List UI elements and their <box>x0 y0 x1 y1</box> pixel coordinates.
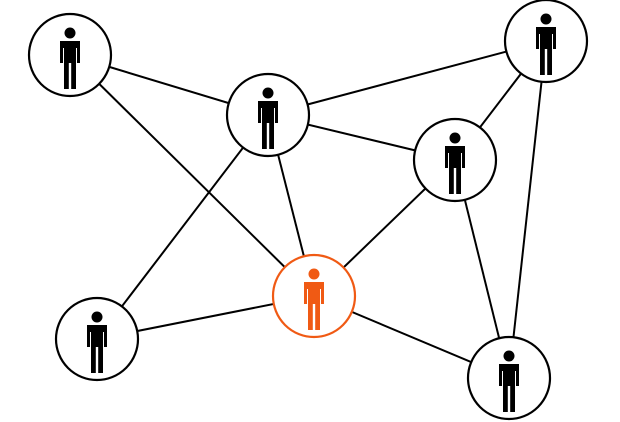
person-icon <box>258 87 278 149</box>
edge-top-right-to-bottom-right <box>508 40 547 379</box>
person-nodes <box>27 0 589 421</box>
person-icon <box>304 268 324 330</box>
person-node-center-highlighted <box>271 253 357 339</box>
person-icon <box>87 311 107 373</box>
edge-upper-center-to-top-right <box>267 40 547 116</box>
person-icon <box>60 27 80 89</box>
person-node-top-right <box>503 0 589 84</box>
person-icon <box>536 13 556 75</box>
person-node-upper-center <box>225 72 311 158</box>
person-node-middle-right <box>412 117 498 203</box>
person-icon <box>445 132 465 194</box>
edge-top-left-to-center <box>69 54 315 297</box>
edge-upper-center-to-bottom-left <box>96 114 269 340</box>
person-node-bottom-left <box>54 296 140 382</box>
person-icon <box>499 350 519 412</box>
person-node-top-left <box>27 12 113 98</box>
person-node-bottom-right <box>466 335 552 421</box>
